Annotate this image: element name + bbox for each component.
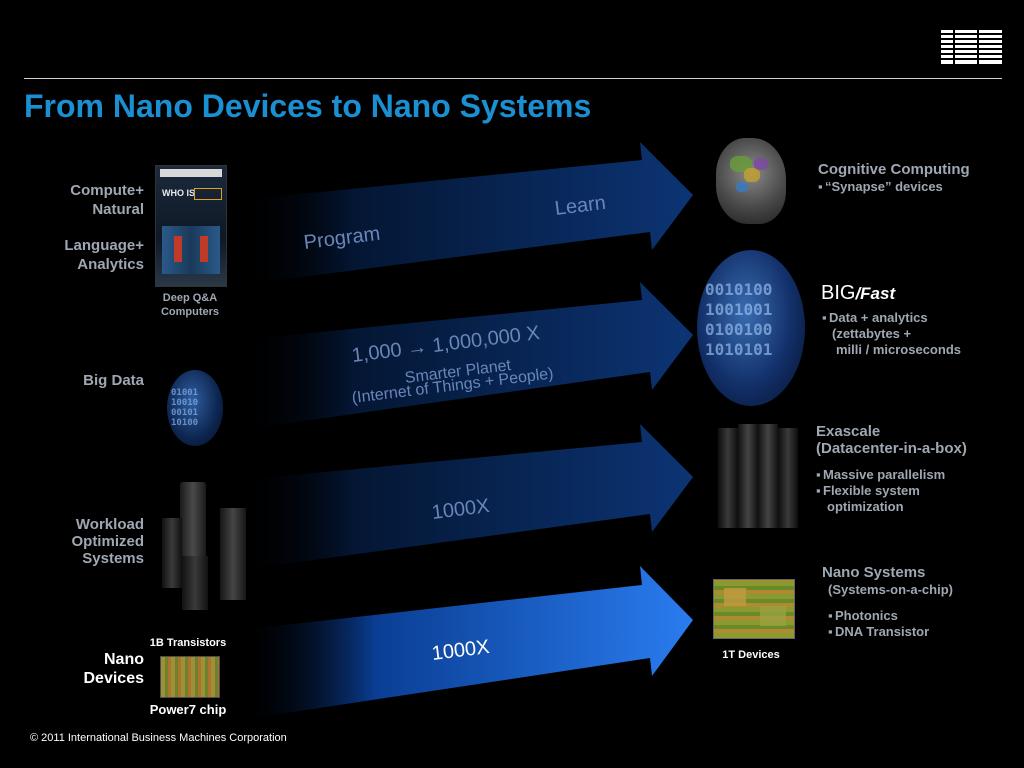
brain-image — [716, 138, 786, 224]
nano-title-line1: Nano Systems — [822, 564, 926, 581]
big-title-big: BIG — [821, 282, 856, 304]
caption-deep-qa: Deep Q&A Computers — [155, 291, 225, 319]
deepqa-line2: Computers — [160, 306, 220, 318]
cognitive-title: Cognitive Computing — [818, 161, 970, 178]
page-title: From Nano Devices to Nano Systems — [24, 88, 592, 124]
label-nano-devices: Nano Devices — [40, 650, 145, 688]
cognitive-bullet: ▪“Synapse” devices — [818, 179, 943, 194]
compute-line1: Compute+ — [70, 182, 144, 199]
label-workload: Workload Optimized Systems — [40, 516, 144, 567]
exascale-title-line2: (Datacenter-in-a-box) — [816, 440, 967, 457]
ibm-logo — [941, 30, 1002, 64]
big-bullet: ▪Data + analytics (zettabytes + milli / … — [822, 310, 961, 357]
big-fast-title: BIG/Fast — [821, 282, 895, 305]
cognitive-bullet-text: “Synapse” devices — [825, 179, 943, 194]
exascale-bullet2-line1: Flexible system — [823, 483, 920, 498]
label-big-data: Big Data — [83, 372, 144, 389]
nano-line2: Devices — [83, 670, 145, 687]
caption-power7: Power7 chip — [149, 702, 227, 717]
exascale-racks-image — [718, 422, 798, 530]
caption-1t-devices: 1T Devices — [722, 649, 780, 661]
language-line1: Language+ — [64, 237, 144, 254]
deepqa-line1: Deep Q&A — [162, 292, 218, 304]
big-bullet-line1: Data + analytics — [829, 310, 928, 325]
label-language-analytics: Language+ Analytics — [40, 236, 144, 274]
nano-bullets: ▪Photonics ▪DNA Transistor — [828, 608, 930, 639]
language-line2: Analytics — [77, 256, 144, 273]
workload-line1: Workload — [75, 516, 144, 533]
nano-bullet2: DNA Transistor — [835, 624, 930, 639]
nano-systems-title: Nano Systems (Systems-on-a-chip) — [822, 564, 953, 598]
workload-line3: Systems — [82, 550, 144, 567]
arrow-bigdata — [240, 282, 693, 430]
watson-magazine-image: WHO IS — [155, 165, 227, 287]
nano-title-line2: (Systems-on-a-chip) — [828, 582, 953, 597]
copyright-footer: © 2011 International Business Machines C… — [30, 732, 287, 744]
arrow-exascale — [240, 424, 693, 570]
caption-1b-transistors: 1B Transistors — [149, 637, 227, 649]
header-divider — [24, 78, 1002, 79]
server-racks-left — [160, 482, 250, 612]
soc-chip-image — [713, 579, 795, 639]
nano-line1: Nano — [104, 651, 144, 668]
exascale-bullet2-line2: optimization — [827, 499, 904, 514]
workload-line2: Optimized — [71, 533, 144, 550]
compute-line2: Natural — [92, 201, 144, 218]
arrow-nano — [240, 566, 693, 720]
exascale-title: Exascale (Datacenter-in-a-box) — [816, 423, 967, 457]
exascale-bullet1: Massive parallelism — [823, 467, 946, 482]
big-bullet-line2: (zettabytes + — [832, 326, 912, 341]
exascale-bullets: ▪Massive parallelism ▪Flexible system op… — [816, 467, 946, 514]
label-compute-natural: Compute+ Natural — [40, 181, 144, 219]
exascale-title-line1: Exascale — [816, 423, 881, 440]
scale-arrow: → — [405, 335, 429, 361]
nano-bullet1: Photonics — [835, 608, 898, 623]
big-bullet-line3: milli / microseconds — [836, 342, 961, 357]
scale-from: 1,000 — [350, 338, 403, 367]
arrow-cognitive — [240, 142, 693, 285]
power7-chip-image — [160, 656, 220, 698]
watson-headline: WHO IS — [162, 188, 195, 198]
big-title-fast: /Fast — [855, 284, 896, 303]
